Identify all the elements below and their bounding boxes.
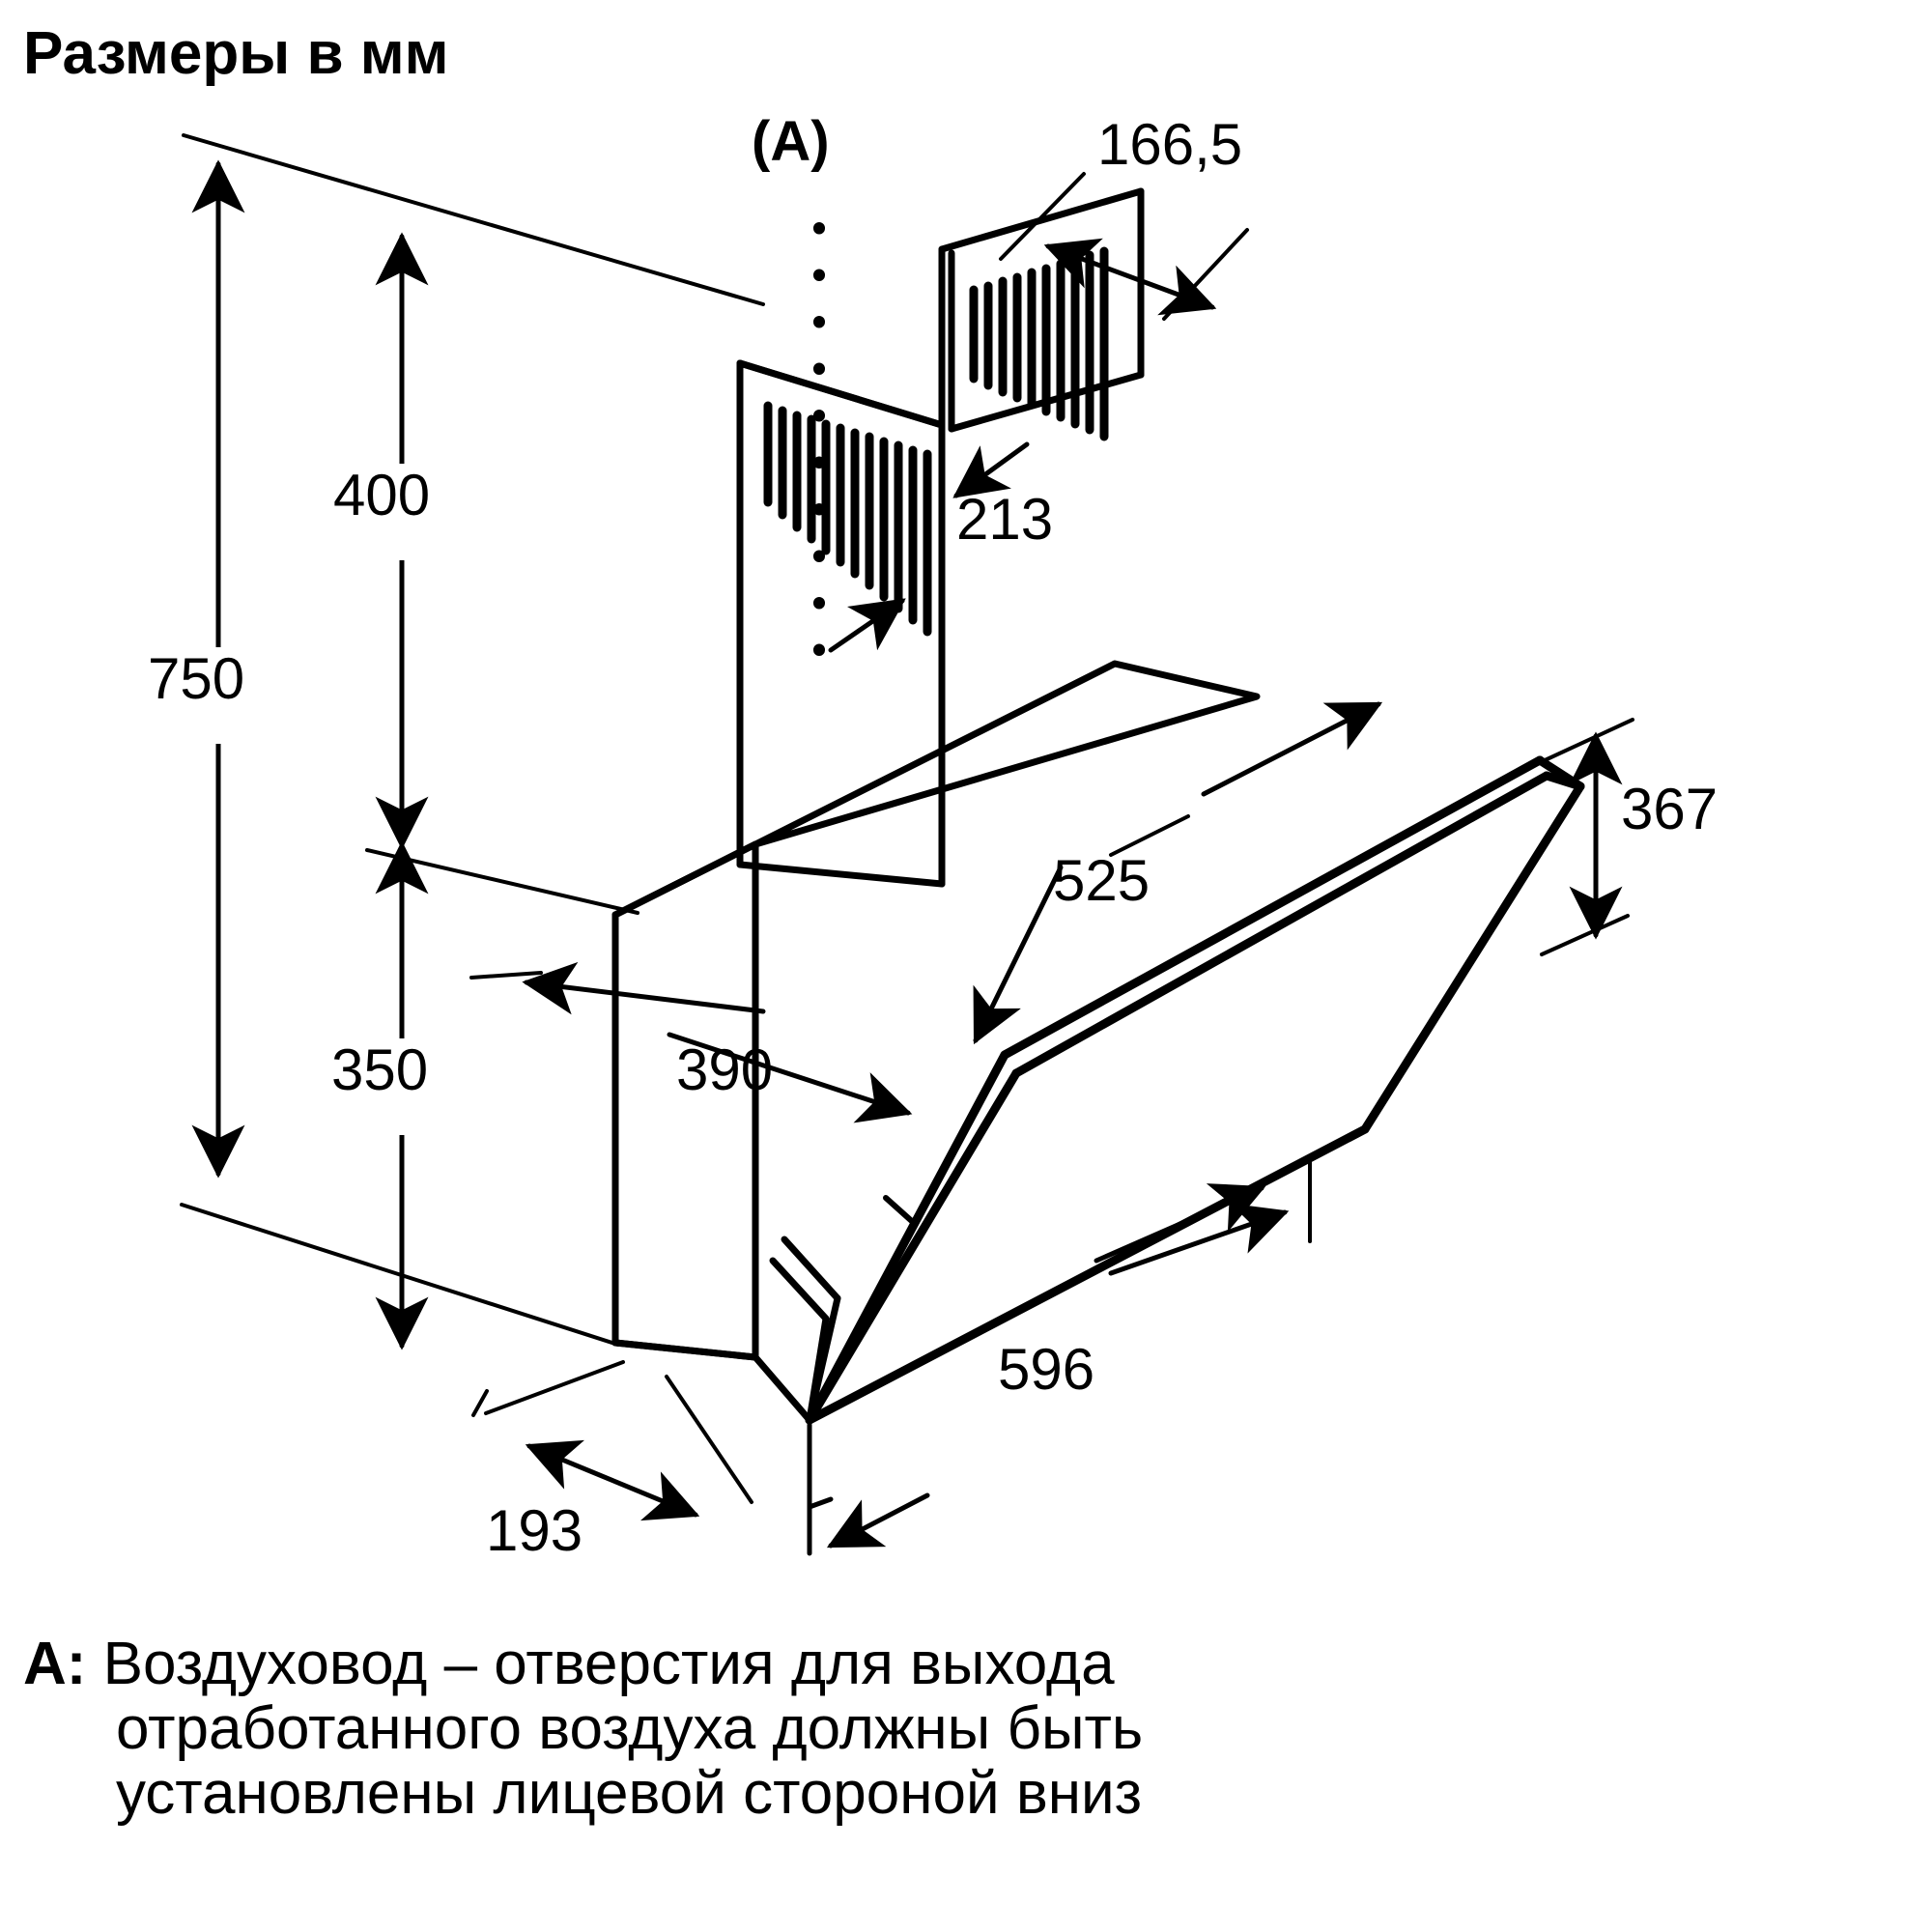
dim-390-ext bbox=[469, 971, 543, 980]
dim-label-596: 596 bbox=[998, 1337, 1095, 1402]
dim-596-ext bbox=[808, 1157, 1312, 1509]
body-to-glass-edge bbox=[752, 1353, 813, 1424]
dim-213-arrows bbox=[828, 441, 1030, 653]
dim-label-525: 525 bbox=[1053, 848, 1151, 913]
dim-label-750: 750 bbox=[148, 646, 245, 711]
glass-bracket-detail bbox=[883, 1195, 917, 1226]
footnote-block: A: Воздуховод – отверстия для выхода отр… bbox=[23, 1631, 1917, 1827]
footnote-line-1: A: Воздуховод – отверстия для выхода bbox=[23, 1631, 1917, 1697]
vent-slots-upper bbox=[969, 246, 1109, 441]
dim-label-400: 400 bbox=[333, 463, 431, 527]
footnote-line-3: установлены лицевой стороной вниз bbox=[116, 1759, 1143, 1827]
dim-label-390: 390 bbox=[676, 1037, 774, 1102]
hood-body-outline bbox=[611, 660, 1261, 1361]
dim-525-ext bbox=[1109, 814, 1190, 857]
dim-596-left-arrow bbox=[826, 1492, 930, 1548]
glass-frame-detail bbox=[769, 1236, 841, 1424]
dim-596-baseline bbox=[807, 1496, 834, 1510]
callout-a-label: (A) bbox=[752, 110, 830, 173]
dim-label-350: 350 bbox=[331, 1037, 429, 1102]
footnote-line-2: отработанного воздуха должны быть bbox=[116, 1694, 1144, 1762]
hood-left-panel bbox=[611, 840, 759, 1361]
dim-367-ext bbox=[1540, 718, 1634, 956]
footnote-text-1: Воздуховод – отверстия для выхода bbox=[102, 1631, 1115, 1697]
page-title: Размеры в мм bbox=[23, 20, 449, 87]
chimney-lower-top-edge bbox=[736, 359, 946, 429]
dim-193-ext2 bbox=[484, 1360, 625, 1415]
dim-596-arrows bbox=[1094, 1183, 1290, 1276]
dim-525-arrows bbox=[973, 701, 1383, 1045]
dim-166-5-ext bbox=[999, 172, 1249, 321]
glass-panel bbox=[805, 755, 1585, 1425]
extension-lines bbox=[180, 133, 765, 1347]
dim-label-166-5: 166,5 bbox=[1097, 112, 1243, 177]
dim-label-213: 213 bbox=[956, 487, 1054, 552]
footnote-label: A: bbox=[23, 1631, 87, 1697]
dim-390-arrows bbox=[522, 961, 913, 1123]
dim-label-367: 367 bbox=[1621, 777, 1719, 841]
vent-slots-lower bbox=[763, 401, 932, 637]
dim-193-line bbox=[525, 1439, 700, 1521]
dim-label-193: 193 bbox=[486, 1498, 583, 1563]
